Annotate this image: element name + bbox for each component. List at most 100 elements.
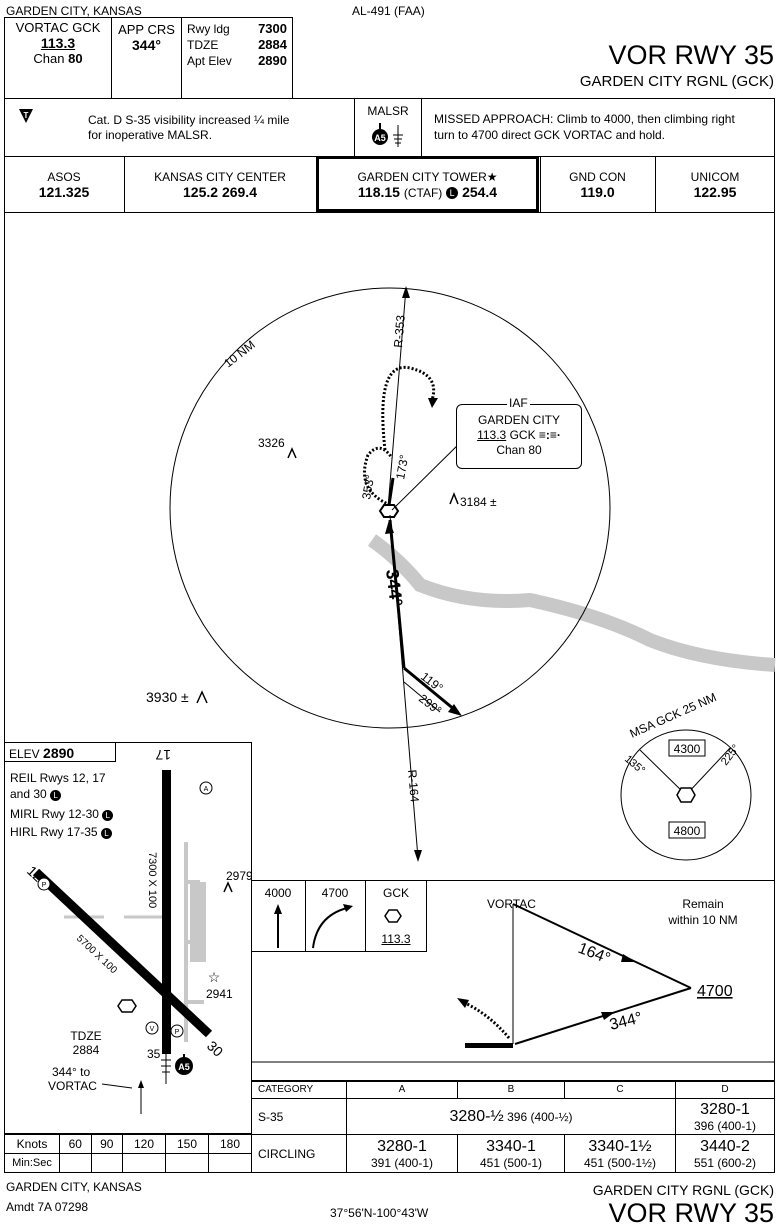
ma-climb-arrowhead [274, 904, 282, 914]
vortac-note-arrow [138, 1080, 144, 1088]
ten-nm-ring [169, 287, 611, 729]
ma-back-line [403, 681, 441, 713]
knots-60: 60 [59, 1134, 92, 1154]
obstacle-3930: 3930 ± [146, 689, 189, 705]
iaf-leader [391, 437, 466, 511]
footer-location: GARDEN CITY, KANSAS [6, 1180, 142, 1194]
pilot-lighting-icon-reil: L [50, 790, 62, 801]
vortac-label: VORTAC GCK [15, 20, 101, 35]
vortac-note-1: 344° to [52, 1065, 90, 1079]
s35-d-sub: 396 (400-1) [693, 1118, 757, 1133]
rwy17-label: 17 [155, 747, 171, 763]
runway-17-35 [162, 770, 171, 1054]
remain-2: within 10 NM [667, 913, 737, 927]
airport-diagram-svg: 17 7300 X 100 12 30 5700 X 100 A P P V 2… [24, 747, 252, 1114]
minimums-table: CATEGORY A B C D S-35 3280-½ 396 (400-½)… [251, 1080, 775, 1173]
lighting-label: MALSR [367, 104, 409, 118]
plan-view [4, 212, 775, 1082]
footer-amdt: Amdt 7A 07298 [6, 1200, 89, 1214]
s35-label: S-35 [251, 1098, 347, 1135]
outbound-leg [512, 903, 692, 989]
header-location: GARDEN CITY, KANSAS [6, 4, 142, 18]
comm-unicom: UNICOM 122.95 [655, 170, 775, 200]
rwy-ldg-label: Rwy ldg [187, 22, 230, 36]
ma-dotted-arrow [457, 998, 469, 1008]
ma-alt2: 4700 [321, 886, 349, 900]
iaf-freq: 113.3 [477, 428, 507, 442]
circling-label: CIRCLING [251, 1134, 347, 1173]
missed-approach-1: MISSED APPROACH: Climb to 4000, then cli… [434, 112, 735, 126]
knots-150: 150 [165, 1134, 209, 1154]
malsr-badge-icon [175, 1057, 193, 1075]
ma-course-arrow [448, 704, 462, 716]
ma-dotted-climb [462, 1000, 511, 1039]
lighting-notes: REIL Rwys 12, 17 and 30 L MIRL Rwy 12-30… [10, 770, 114, 840]
vortac-label-profile: VORTAC [487, 897, 536, 911]
radial-353-arrow [402, 286, 410, 298]
papi-icon-12 [37, 877, 51, 891]
s35-d-main: 3280-1 [700, 1100, 750, 1118]
obstacle-3326-icon [287, 447, 297, 459]
vortac-note-2: VORTAC [48, 1079, 97, 1093]
obstacle-3184: 3184 ± [460, 495, 497, 509]
final-course-label: 344° [382, 568, 406, 607]
elev-value: 2890 [43, 745, 75, 761]
comm-gnd-freq: 119.0 [580, 184, 615, 200]
tower-box [316, 156, 539, 212]
rwy-ldg: 7300 [258, 21, 287, 36]
msa-135: 135° [622, 753, 647, 777]
circ-b-main: 3340-1 [486, 1137, 536, 1155]
msa-alt2: 4800 [674, 824, 701, 838]
profile-alt: 4700 [697, 983, 733, 1000]
radial-164-label: R-164 [405, 769, 422, 803]
airport-diagram [4, 742, 252, 1134]
ring-label: 10 NM [221, 338, 257, 371]
outbound-label: 164° [576, 940, 613, 968]
lighting-badge: A5 [374, 133, 386, 143]
iaf-chan: Chan 80 [496, 443, 542, 457]
diagram-tdze: 2884 [73, 1043, 100, 1057]
radial-164-arrow [414, 850, 422, 862]
comm-gnd-name: GND CON [569, 170, 626, 184]
knots-90: 90 [90, 1134, 124, 1154]
hold-out: 353° [359, 473, 377, 500]
ma-vortac-icon [384, 909, 402, 923]
circ-a-main: 3280-1 [377, 1137, 427, 1155]
hold-in: 173° [393, 453, 411, 480]
vortac-chan-label: Chan [33, 51, 65, 66]
msa-alt2-box [668, 821, 706, 839]
holding-arrow [428, 398, 438, 408]
comm-center: KANSAS CITY CENTER 125.2 269.4 [124, 170, 316, 200]
river [367, 534, 776, 672]
category-a: A [346, 1080, 458, 1099]
papi-icon-30 [170, 1024, 184, 1038]
msa-vortac-icon [676, 787, 696, 803]
minsec-cell [122, 1153, 166, 1173]
minsec-label: Min:Sec [4, 1153, 60, 1173]
apt-elev: 2890 [258, 53, 287, 68]
tdze: 2884 [258, 37, 287, 52]
minsec-cell [207, 1153, 253, 1173]
ma-course-line [403, 666, 456, 712]
chart-title: VOR RWY 35 [608, 40, 774, 70]
app-crs: 344° [132, 37, 161, 53]
papi-icon-17 [199, 781, 213, 795]
airport-name: GARDEN CITY RGNL (GCK) [579, 73, 774, 90]
runway-12-30 [32, 868, 213, 1038]
iaf-morse-icon: ≡:≡· [538, 428, 561, 442]
hirl-note: HIRL Rwy 17-35 [10, 825, 98, 839]
rwy35-label: 35 [147, 1047, 161, 1061]
badge-p-30: P [175, 1029, 180, 1036]
takeoff-note-1: Cat. D S-35 visibility increased ¼ mile [88, 113, 290, 127]
obstacle-2941: 2941 [206, 987, 233, 1001]
category-header: CATEGORY [251, 1080, 347, 1099]
ma-turn-arrowhead [343, 904, 353, 912]
comm-tower-ctaf: (CTAF) [403, 186, 443, 200]
app-crs-label: APP CRS [118, 22, 175, 37]
footer-coords: 37°56'N-100°43'W [330, 1206, 429, 1220]
circ-b-sub: 451 (500-1) [479, 1155, 543, 1170]
vasi-icon-35 [145, 1021, 159, 1035]
radial-353-line [387, 287, 407, 509]
comm-gnd: GND CON 119.0 [540, 170, 655, 200]
category-c: C [564, 1080, 676, 1099]
